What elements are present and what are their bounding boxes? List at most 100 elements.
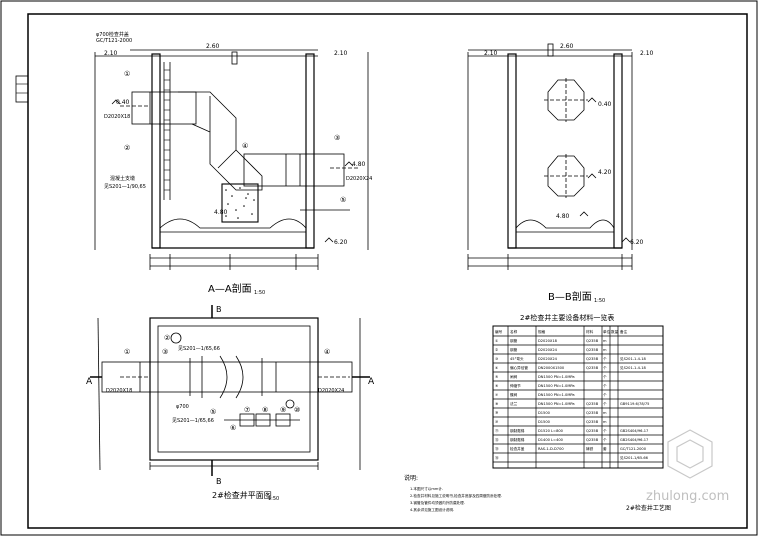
table-cell: D2020X24 — [538, 357, 558, 361]
table-cell: 伸缩节 — [510, 383, 521, 388]
a-title: A—A剖面 — [208, 282, 252, 295]
table-cell: DN1500 PN=1.0MPa — [538, 402, 575, 406]
notes-line-3: 3.钢管及管件均须做内外防腐处理. — [410, 500, 465, 505]
a-el-480: 4.80 — [352, 161, 366, 168]
table-cell: D2020X24 — [538, 348, 558, 352]
table-header-cell: 编号 — [495, 329, 503, 334]
plan-pipe-left: D2020X18 — [106, 388, 132, 394]
b-top-width: 2.60 — [560, 43, 574, 50]
a-ref-label-2: GC/T121-2000 — [96, 38, 132, 44]
sheet-inner-frame — [27, 13, 748, 529]
plan-title: 2#检查井平面图 — [212, 490, 272, 500]
plan-mark-2: ② — [164, 334, 170, 342]
table-cell: 45°弯头 — [510, 356, 524, 361]
a-right-offset: 2.10 — [334, 50, 348, 57]
a-el-480b: 4.80 — [214, 209, 228, 216]
table-cell: ③ — [495, 357, 498, 361]
plan-mark-1: ① — [124, 348, 130, 356]
table-header-cell: 数量 — [611, 329, 619, 334]
notes-title: 说明: — [404, 474, 418, 482]
table-cell: m — [603, 339, 607, 343]
table-cell: ② — [495, 348, 498, 352]
plan-scale: 1:50 — [268, 496, 279, 502]
table-cell: 蝶阀 — [510, 392, 518, 397]
table-cell: 闸阀 — [510, 374, 518, 379]
table-cell: ⑪ — [495, 428, 499, 433]
table-cell: ⑨ — [495, 411, 499, 415]
plan-cut-a-left: A — [86, 377, 93, 387]
table-cell: 个 — [603, 383, 607, 388]
table-cell: DN1500 PN=1.0MPa — [538, 393, 575, 397]
a-mark-5: ⑤ — [340, 196, 346, 204]
plan-cut-b-bottom: B — [216, 477, 222, 486]
table-cell: DN1500 PN=1.0MPa — [538, 375, 575, 379]
a-mark-1: ① — [124, 70, 130, 78]
section-a-a — [94, 49, 369, 270]
a-top-width: 2.60 — [206, 43, 220, 50]
a-ref-label: φ700检查井盖 — [96, 31, 129, 38]
table-cell: Q235B — [586, 357, 599, 361]
plan-mark-3: ③ — [162, 348, 168, 356]
table-cell: Q235B — [586, 411, 599, 415]
table-cell: 见S201-1-4-18 — [620, 366, 646, 370]
a-pipe-right: D2020X24 — [346, 176, 372, 182]
b-el-040: 0.40 — [598, 101, 612, 108]
plan-ref-c: 见S201—1/65,66 — [172, 418, 214, 424]
table-cell: ⑩ — [495, 420, 498, 424]
table-cell: D1520 L=800 — [538, 429, 564, 433]
support-pier-hatch — [225, 187, 255, 219]
table-header-cell: 单位 — [603, 329, 611, 334]
a-el-040: 0.40 — [116, 99, 130, 106]
plan-cut-b-top: B — [216, 305, 222, 314]
table-cell: ⑤ — [495, 375, 499, 379]
table-cell: ④ — [495, 366, 498, 370]
table-cell: 个 — [603, 392, 607, 397]
plan-mark-5: ⑤ — [210, 408, 216, 416]
table-cell: ⑫ — [495, 437, 499, 442]
b-title: B—B剖面 — [548, 290, 592, 303]
table-cell: ① — [495, 339, 498, 343]
b-right-offset: 2.10 — [640, 50, 654, 57]
plan-mark-10: ⑩ — [294, 406, 300, 414]
plan-pipe-right: D2020X24 — [318, 388, 344, 394]
table-cell: m — [603, 411, 607, 415]
table-cell: Q235B — [586, 438, 599, 442]
table-cell: GB2S404/96-17 — [620, 429, 648, 433]
table-cell: 个 — [603, 401, 607, 406]
plan-mark-4: ④ — [324, 348, 330, 356]
table-cell: GC/T121-2000 — [620, 447, 647, 451]
b-el-420: 4.20 — [598, 169, 612, 176]
table-cell: ⑭ — [495, 455, 499, 460]
table-cell: 个 — [603, 365, 607, 370]
table-cell: Q235B — [586, 348, 599, 352]
table-cell: ⑧ — [495, 402, 499, 406]
footer-label: 2#检查井工艺图 — [626, 504, 671, 512]
table-header-cell: 名称 — [510, 329, 518, 334]
table-cell: 个 — [603, 437, 607, 442]
material-table — [492, 325, 664, 469]
table-cell: 钢制爬梯 — [510, 428, 525, 433]
plan-mark-6: ⑥ — [230, 424, 236, 432]
table-cell: D1500 — [538, 411, 551, 415]
table-cell: 个 — [603, 374, 607, 379]
table-cell: 个 — [603, 356, 607, 361]
title-strip — [15, 75, 29, 103]
plan-cut-a-right: A — [368, 377, 375, 387]
table-cell: ⑬ — [495, 446, 499, 451]
plan-ref-b: φ700 — [176, 404, 189, 410]
table-cell: GB2S404/96-17 — [620, 438, 648, 442]
plan-view — [90, 305, 370, 476]
plan-mark-9: ⑨ — [280, 406, 286, 414]
table-cell: 个 — [603, 428, 607, 433]
table-cell: D2020X18 — [538, 339, 558, 343]
notes-line-1: 1.本图尺寸以mm计. — [410, 486, 443, 491]
plan-mark-7: ⑦ — [244, 406, 250, 414]
table-cell: 钢管 — [510, 338, 518, 343]
plan-mark-8: ⑧ — [262, 406, 268, 414]
a-support-ref: 见S201—1/90,65 — [104, 184, 146, 190]
table-cell: 见S201-1-4-18 — [620, 357, 646, 361]
a-mark-4: ④ — [242, 142, 248, 150]
table-cell: 套 — [603, 446, 607, 451]
